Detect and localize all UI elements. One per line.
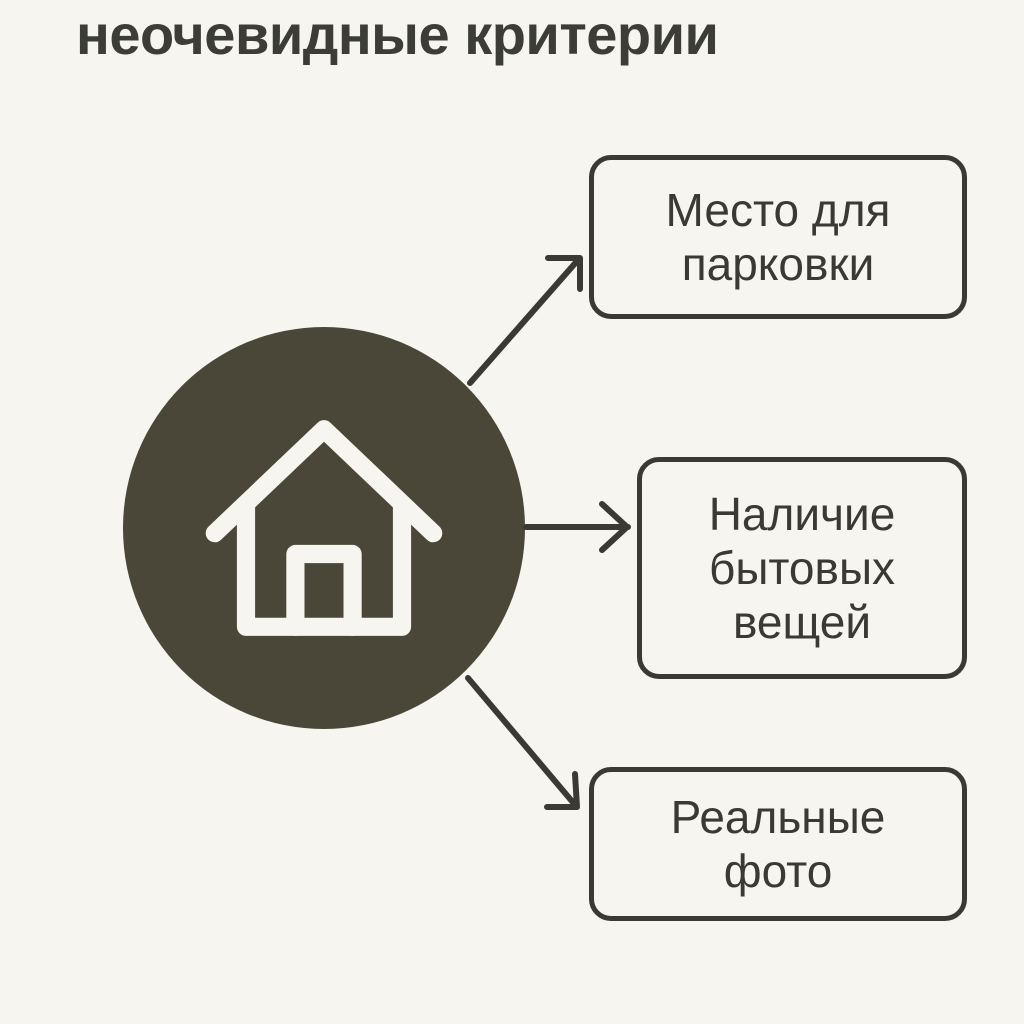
center-node-house	[123, 327, 525, 729]
node-box-parking[interactable]: Место для парковки	[589, 155, 967, 319]
node-box-photos[interactable]: Реальные фото	[589, 767, 967, 921]
arrow-down-right-icon	[465, 675, 580, 810]
node-label-photos: Реальные фото	[670, 790, 886, 897]
arrow-up-right-icon	[467, 255, 583, 386]
node-label-household: Наличие бытовых вещей	[708, 487, 896, 649]
node-label-parking: Место для парковки	[665, 183, 891, 290]
node-box-household[interactable]: Наличие бытовых вещей	[637, 457, 967, 679]
arrow-right-icon	[523, 501, 631, 553]
page-title: неочевидные критерии	[76, 3, 719, 66]
house-icon	[194, 398, 454, 658]
